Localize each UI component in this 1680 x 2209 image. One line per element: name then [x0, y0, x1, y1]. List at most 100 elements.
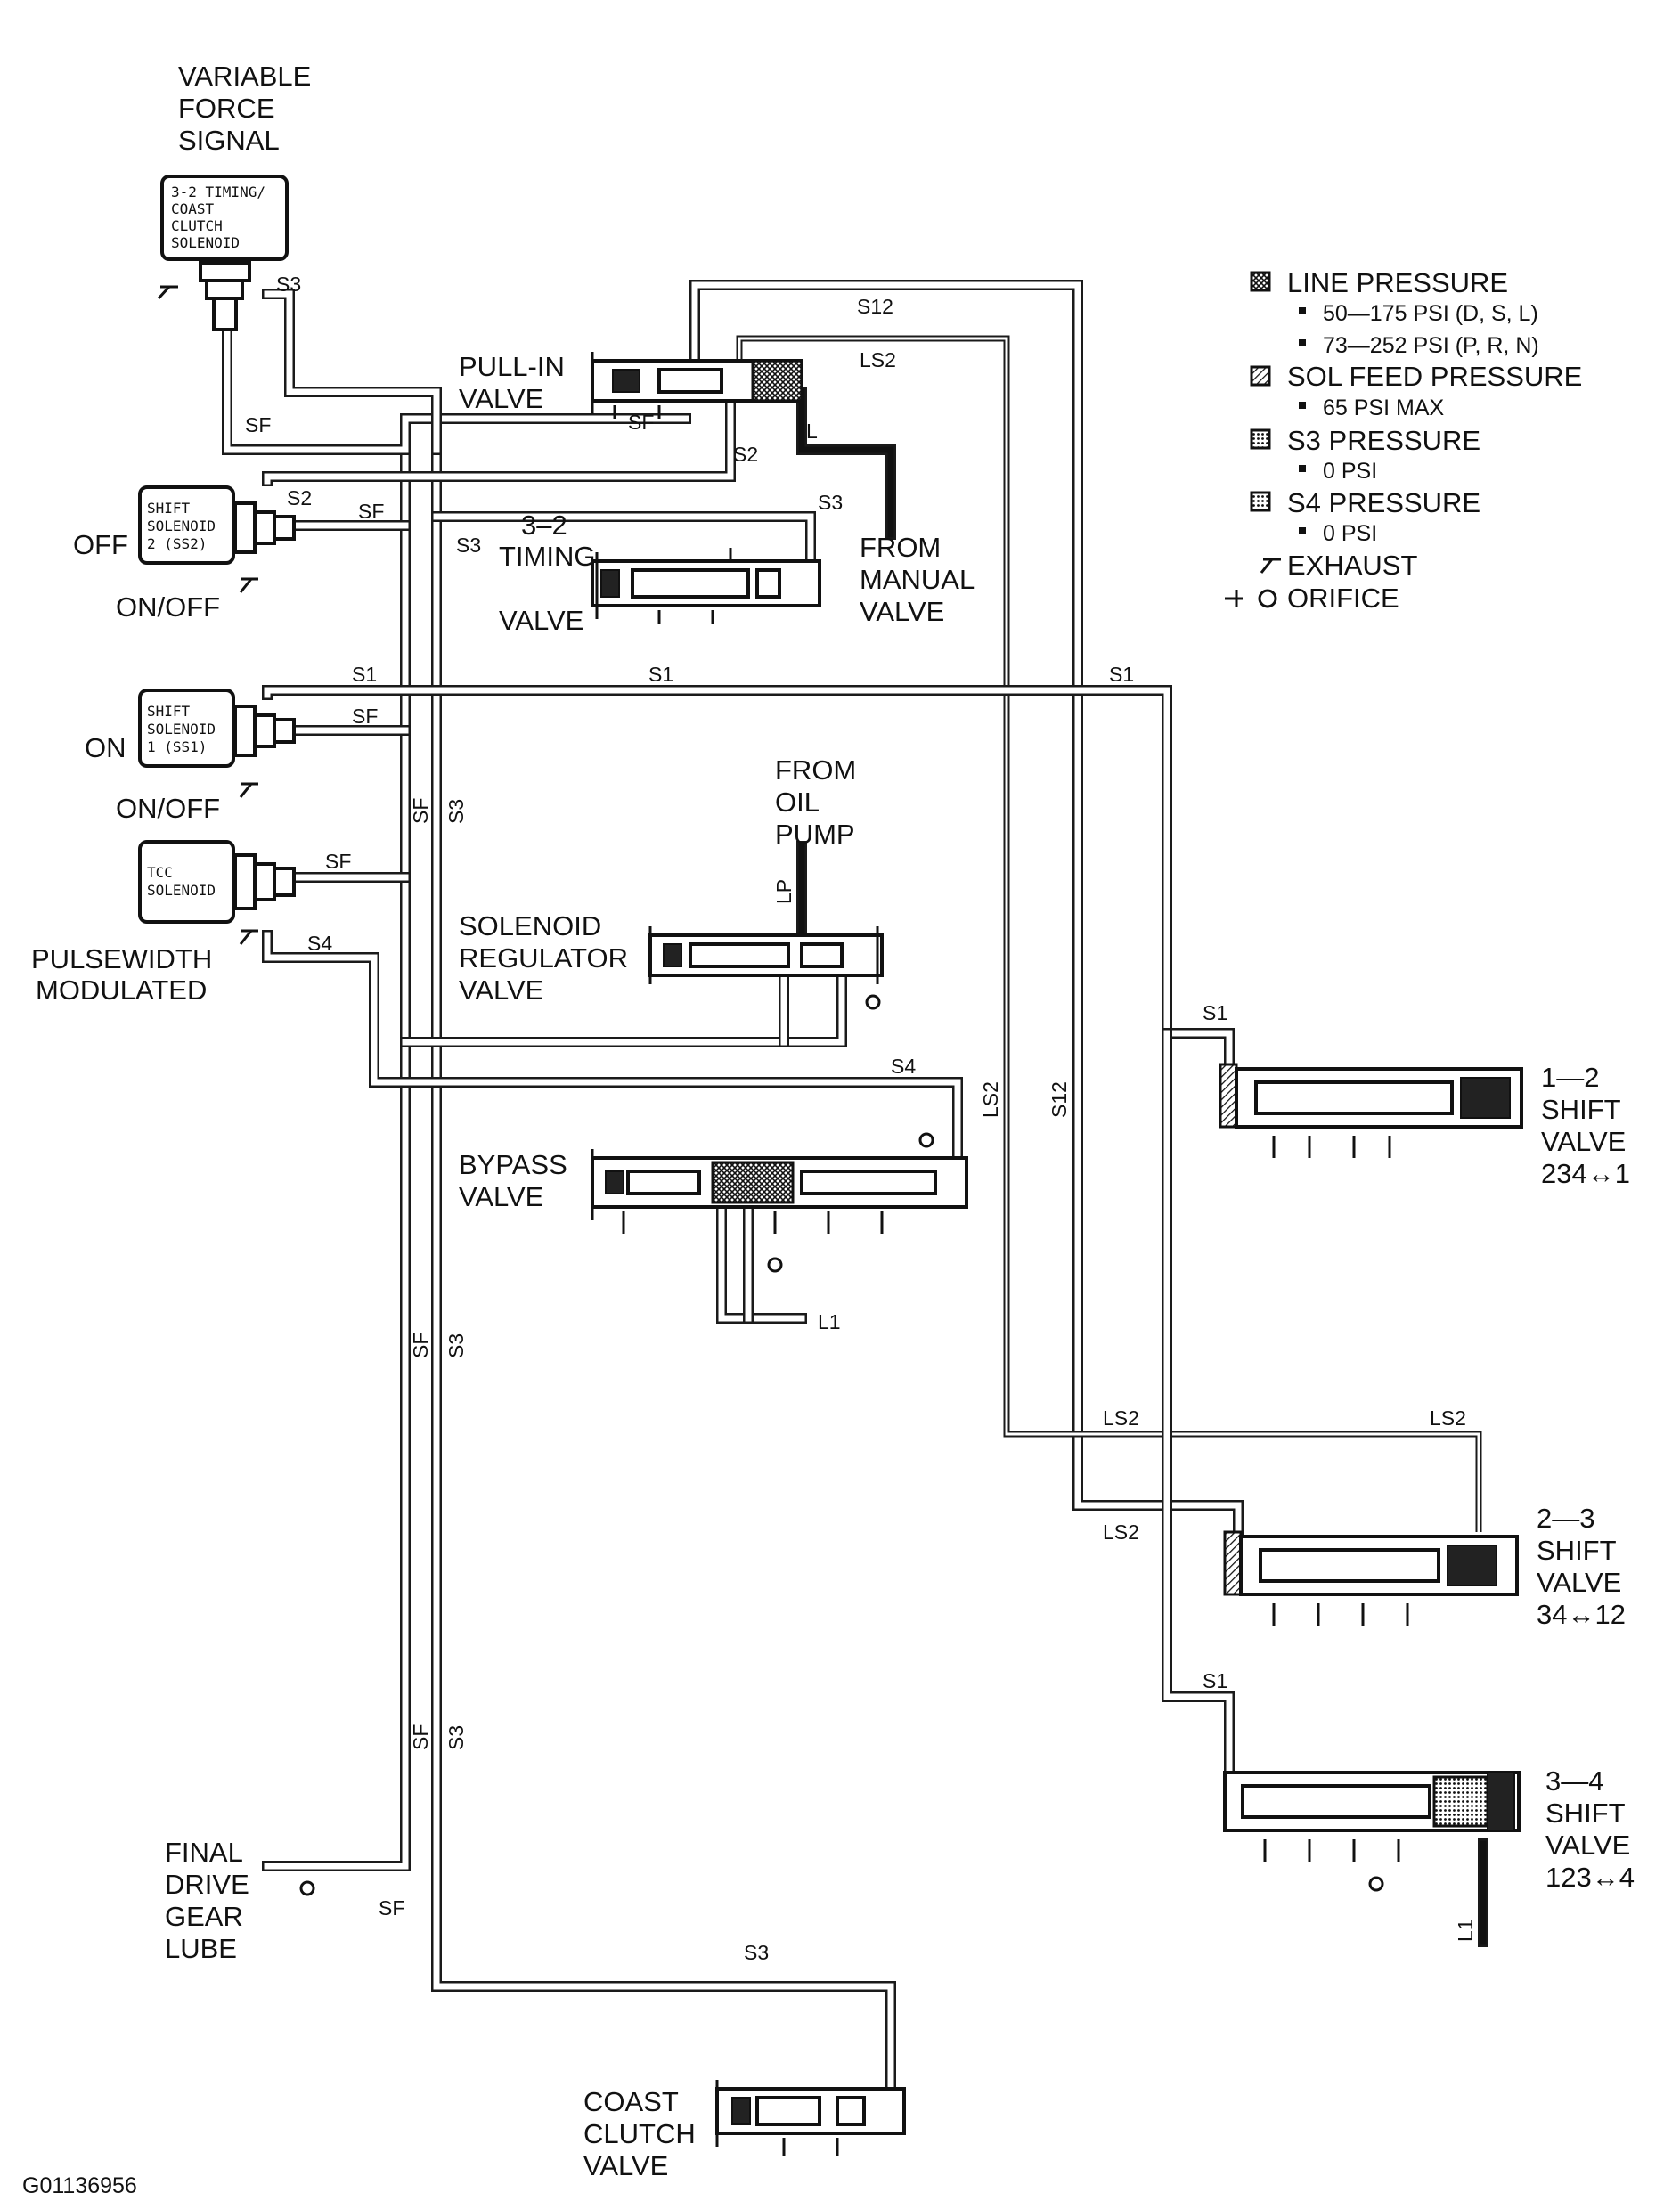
legend-s4-1: 0 PSI: [1323, 521, 1377, 546]
shift-12-label: SHIFT: [1541, 1094, 1621, 1125]
passage-tag: SF: [628, 411, 654, 434]
pull-in-valve: [591, 352, 803, 419]
passage-tag: SF: [409, 1333, 432, 1358]
regulator-label: VALVE: [459, 974, 543, 1006]
passage-tag: S3: [456, 534, 481, 557]
solenoid-box-line: CLUTCH: [171, 217, 223, 234]
solenoid-regulator-valve: [648, 926, 884, 1010]
shift-34-label: 3—4: [1545, 1765, 1603, 1797]
from-oil-pump-label: FROM: [775, 754, 856, 786]
orifice-icon: [1368, 1876, 1384, 1892]
regulator-label: SOLENOID: [459, 910, 601, 941]
passage-tag: LS2: [860, 348, 896, 371]
solenoid-box-line: SOLENOID: [171, 234, 240, 251]
solenoid-box-line: TCC: [147, 864, 173, 881]
legend: LINE PRESSURE 50—175 PSI (D, S, L) 73—25…: [1225, 267, 1582, 614]
from-oil-pump-label: OIL: [775, 787, 820, 818]
passage-tag: S3: [744, 1941, 769, 1964]
solenoid-box-line: 1 (SS1): [147, 738, 207, 755]
passage-tag: L: [806, 420, 818, 443]
passage-tag: SF: [358, 500, 384, 523]
passage-tags: S3 SF SF S2 L S12 LS2 S2 SF S3 S3 S1 S1 …: [245, 273, 1477, 1964]
solenoid-box-line: 2 (SS2): [147, 535, 207, 552]
solenoid-box-line: COAST: [171, 200, 215, 217]
legend-line-pressure: LINE PRESSURE: [1287, 267, 1508, 298]
final-drive-label: DRIVE: [165, 1869, 249, 1900]
shift-23-label: 2—3: [1537, 1503, 1594, 1534]
shift-34-label: 123↔4: [1545, 1862, 1635, 1893]
s3-swatch: [1250, 428, 1271, 450]
shift-12-label: 1—2: [1541, 1062, 1599, 1093]
bypass-valve: [591, 1132, 968, 1273]
sol-feed-swatch: [1250, 365, 1271, 387]
passage-tag: S3: [818, 491, 843, 514]
passage-tag: SF: [409, 798, 432, 824]
figure-id: G01136956: [22, 2173, 137, 2198]
from-manual-label: MANUAL: [860, 564, 975, 595]
tcc-mode: PULSEWIDTH: [31, 943, 212, 974]
timing-label: 3–2: [521, 509, 567, 541]
coast-clutch-label: COAST: [583, 2086, 679, 2117]
ss1-mode: ON/OFF: [116, 793, 220, 824]
timing-label: TIMING: [499, 541, 596, 572]
timing-label: VALVE: [499, 605, 583, 636]
orifice-icon: [918, 1132, 934, 1148]
regulator-label: REGULATOR: [459, 942, 628, 974]
coast-clutch-valve: [715, 2080, 906, 2156]
solenoid-box-line: 3-2 TIMING/: [171, 183, 265, 200]
passage-tag: LS2: [1430, 1406, 1466, 1430]
legend-orifice: ORIFICE: [1287, 583, 1399, 614]
legend-line-1: 50—175 PSI (D, S, L): [1323, 301, 1538, 326]
passage-tag: S3: [444, 799, 468, 824]
coast-clutch-label: VALVE: [583, 2150, 668, 2181]
exhaust-icon: [1260, 558, 1281, 574]
passage-tag: S1: [352, 663, 377, 686]
final-drive-label: GEAR: [165, 1901, 243, 1932]
shift-23-label: VALVE: [1537, 1567, 1621, 1598]
from-manual-label: VALVE: [860, 596, 944, 627]
passage-tag: S4: [891, 1055, 916, 1078]
orifice-icon: [299, 1880, 315, 1896]
legend-sol-feed: SOL FEED PRESSURE: [1287, 361, 1582, 392]
timing-3-2-valve: [591, 548, 821, 624]
solenoid-box-line: SOLENOID: [147, 882, 216, 899]
pull-in-label: PULL-IN: [459, 351, 565, 382]
coast-clutch-label: CLUTCH: [583, 2118, 696, 2149]
tcc-solenoid: TCC SOLENOID: [138, 840, 296, 945]
exhaust-icon: [239, 929, 258, 945]
passage-tag: S12: [1048, 1081, 1071, 1118]
from-manual-label: FROM: [860, 532, 941, 563]
exhaust-icon: [239, 782, 258, 798]
shift-12-label: VALVE: [1541, 1126, 1626, 1157]
passage-tag: SF: [409, 1724, 432, 1750]
s4-swatch: [1250, 491, 1271, 512]
ss1-state: ON: [85, 732, 126, 763]
passage-tag: S3: [444, 1725, 468, 1750]
passage-tag: L1: [1454, 1919, 1477, 1942]
shift-23-label: SHIFT: [1537, 1535, 1617, 1566]
passage-tag: S2: [287, 486, 312, 509]
shift-23-label: 34↔12: [1537, 1599, 1626, 1630]
passage-tag: S3: [444, 1333, 468, 1358]
passage-tag: SF: [245, 413, 271, 436]
exhaust-icon: [157, 285, 178, 300]
shift-valve-1-2: [1219, 1063, 1523, 1158]
passage-tag: S3: [276, 273, 301, 296]
variable-force-caption: SIGNAL: [178, 125, 280, 156]
passage-tag: LP: [772, 879, 795, 904]
shift-34-label: SHIFT: [1545, 1797, 1626, 1829]
variable-force-caption: VARIABLE: [178, 61, 311, 92]
passage-tag: S1: [648, 663, 673, 686]
from-oil-pump-label: PUMP: [775, 819, 855, 850]
passage-tag: S1: [1109, 663, 1134, 686]
passage-tag: LS2: [1103, 1520, 1139, 1544]
orifice-icon: [1225, 590, 1243, 607]
passage-tag: SF: [325, 850, 351, 873]
tcc-mode: MODULATED: [36, 974, 207, 1006]
solenoid-box-line: SOLENOID: [147, 518, 216, 534]
line-pressure-swatch: [1250, 271, 1271, 292]
solenoid-box-line: SHIFT: [147, 500, 191, 517]
passage-tag: S1: [1203, 1669, 1227, 1692]
solenoid-box-line: SOLENOID: [147, 721, 216, 738]
